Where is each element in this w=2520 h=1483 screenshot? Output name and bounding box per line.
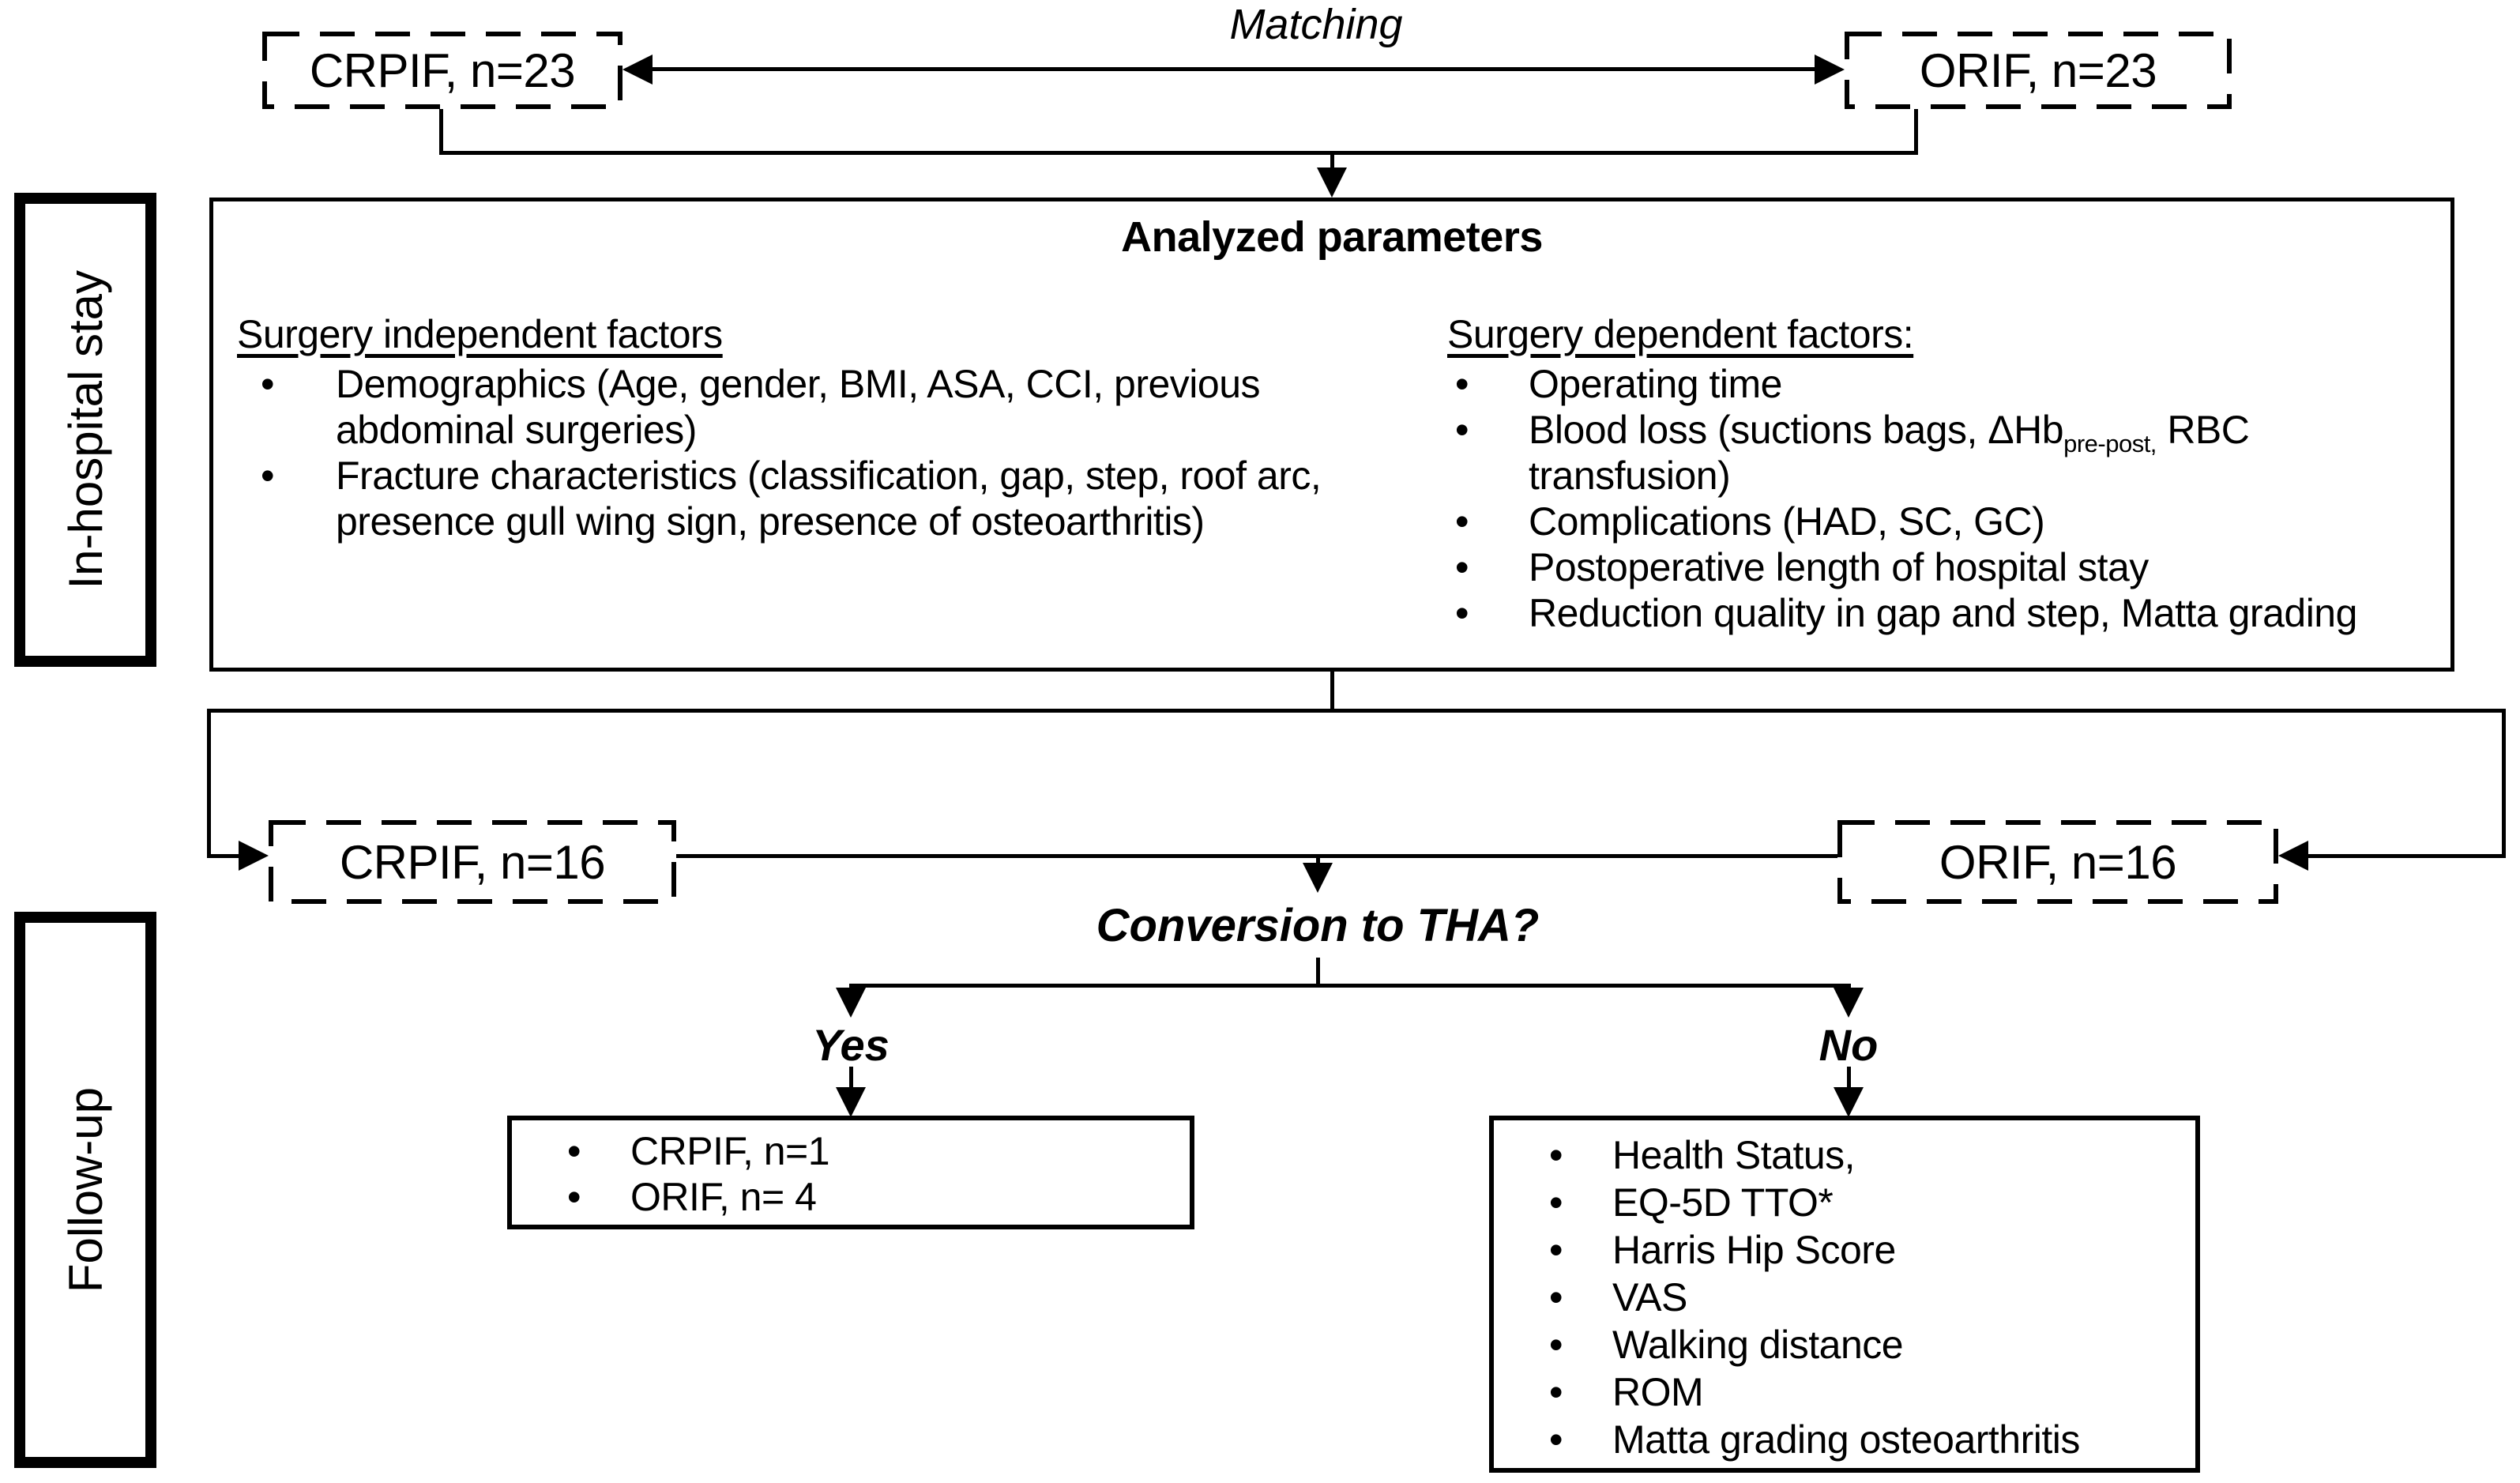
list-item-text: CRPIF, n=1 [630, 1129, 830, 1173]
phase-box-follow-up: Follow-up [14, 912, 156, 1468]
list-item: Operating time [1447, 361, 2419, 407]
surgery-dependent-column: Surgery dependent factors: Operating tim… [1447, 311, 2419, 636]
conversion-question-label: Conversion to THA? [1096, 900, 1540, 951]
list-item: Fracture characteristics (classification… [237, 453, 1359, 544]
connector-wide-horizontal [207, 709, 2506, 713]
group-label-orif-n16: ORIF, n=16 [1939, 835, 2177, 889]
list-item: Harris Hip Score [1494, 1226, 2195, 1274]
connector-top-center-stem [1330, 153, 1334, 169]
conversion-yes-box: CRPIF, n=1 ORIF, n= 4 [507, 1116, 1194, 1229]
list-item: Postoperative length of hospital stay [1447, 544, 2419, 590]
phase-label-in-hospital-stay: In-hospital stay [58, 270, 112, 589]
arrowhead-down-icon [1303, 863, 1333, 893]
dashed-border [262, 32, 622, 109]
connector-analyzed-drop [1330, 672, 1334, 713]
conversion-no-list: Health Status, EQ-5D TTO* Harris Hip Sco… [1494, 1131, 2195, 1463]
dashed-border [269, 820, 676, 904]
surgery-independent-list: Demographics (Age, gender, BMI, ASA, CCI… [237, 361, 1359, 544]
list-item: Complications (HAD, SC, GC) [1447, 499, 2419, 544]
connector-top-horizontal [439, 151, 1918, 155]
matching-label: Matching [1229, 1, 1403, 48]
conversion-no-box: Health Status, EQ-5D TTO* Harris Hip Sco… [1489, 1116, 2200, 1473]
group-box-crpif-n16: CRPIF, n=16 [269, 820, 676, 904]
connector-between-n16-boxes [676, 854, 1837, 858]
connector-split-horizontal [849, 984, 1851, 988]
list-item-text: Complications (HAD, SC, GC) [1529, 499, 2045, 544]
phase-label-follow-up: Follow-up [58, 1086, 112, 1293]
analyzed-parameters-title: Analyzed parameters [1121, 213, 1543, 261]
arrowhead-down-icon [836, 1087, 866, 1117]
yes-branch-label: Yes [812, 1020, 890, 1070]
surgery-independent-header: Surgery independent factors [237, 312, 723, 356]
list-item: Demographics (Age, gender, BMI, ASA, CCI… [237, 361, 1359, 453]
arrowhead-down-icon [1317, 167, 1347, 198]
list-item-text: Blood loss (suctions bags, ΔHb [1529, 408, 2064, 452]
list-item-text: EQ-5D TTO* [1612, 1180, 1834, 1225]
arrowhead-left-icon [2278, 841, 2308, 871]
connector-right-vertical [2502, 709, 2506, 858]
group-label-crpif-n16: CRPIF, n=16 [339, 835, 606, 889]
connector-split-stem [1316, 958, 1320, 986]
list-item: VAS [1494, 1274, 2195, 1321]
group-label-orif-n23: ORIF, n=23 [1919, 43, 2157, 97]
arrowhead-down-icon [1834, 1087, 1864, 1117]
surgery-independent-column: Surgery independent factors Demographics… [237, 311, 1359, 544]
list-item: Blood loss (suctions bags, ΔHbpre-post, … [1447, 407, 2419, 499]
connector-left-vertical [207, 709, 211, 858]
connector-conversion-stem [1316, 856, 1320, 865]
list-item: CRPIF, n=1 [512, 1128, 1190, 1174]
list-item-text: Health Status, [1612, 1133, 1856, 1177]
list-item-text: Demographics (Age, gender, BMI, ASA, CCI… [336, 362, 1261, 452]
arrowhead-right-icon [239, 841, 269, 871]
no-branch-label: No [1819, 1020, 1879, 1070]
surgery-dependent-header: Surgery dependent factors: [1447, 312, 1914, 356]
list-item-text: Harris Hip Score [1612, 1228, 1896, 1272]
list-item-text: Matta grading osteoarthritis [1612, 1417, 2080, 1462]
list-item: ROM [1494, 1368, 2195, 1416]
arrowhead-down-icon [836, 988, 866, 1018]
list-item-text: ORIF, n= 4 [630, 1175, 817, 1219]
group-box-crpif-n23: CRPIF, n=23 [262, 32, 622, 109]
connector-yes-drop [849, 1067, 853, 1090]
list-item-text: Postoperative length of hospital stay [1529, 545, 2149, 589]
group-label-crpif-n23: CRPIF, n=23 [309, 43, 576, 97]
dashed-border [1845, 32, 2232, 109]
conversion-yes-list: CRPIF, n=1 ORIF, n= 4 [512, 1128, 1190, 1220]
connector-into-orif16-stem [2305, 854, 2504, 858]
list-item: EQ-5D TTO* [1494, 1179, 2195, 1226]
subscript-text: pre-post, [2063, 430, 2157, 457]
list-item-text: Reduction quality in gap and step, Matta… [1529, 591, 2357, 635]
surgery-dependent-list: Operating time Blood loss (suctions bags… [1447, 361, 2419, 636]
connector-crpif23-drop [439, 109, 443, 155]
list-item-text: RBC transfusion) [1529, 408, 2250, 498]
arrowhead-down-icon [1834, 988, 1864, 1018]
arrowhead-left-icon [622, 55, 653, 85]
connector-into-crpif16-stem [209, 854, 242, 858]
phase-box-in-hospital-stay: In-hospital stay [14, 193, 156, 667]
list-item-text: VAS [1612, 1275, 1687, 1319]
list-item: Walking distance [1494, 1321, 2195, 1368]
list-item: Matta grading osteoarthritis [1494, 1416, 2195, 1463]
arrowhead-right-icon [1815, 55, 1845, 85]
list-item-text: Walking distance [1612, 1323, 1904, 1367]
list-item-text: Fracture characteristics (classification… [336, 454, 1322, 544]
group-box-orif-n16: ORIF, n=16 [1837, 820, 2278, 904]
connector-orif23-drop [1914, 109, 1918, 155]
list-item: Health Status, [1494, 1131, 2195, 1179]
list-item-text: ROM [1612, 1370, 1704, 1414]
list-item: Reduction quality in gap and step, Matta… [1447, 590, 2419, 636]
matching-arrow-line [648, 67, 1819, 71]
dashed-border [1837, 820, 2278, 904]
group-box-orif-n23: ORIF, n=23 [1845, 32, 2232, 109]
list-item: ORIF, n= 4 [512, 1174, 1190, 1220]
analyzed-parameters-box: Analyzed parameters Surgery independent … [209, 198, 2454, 672]
list-item-text: Operating time [1529, 362, 1782, 406]
connector-no-drop [1847, 1067, 1851, 1090]
